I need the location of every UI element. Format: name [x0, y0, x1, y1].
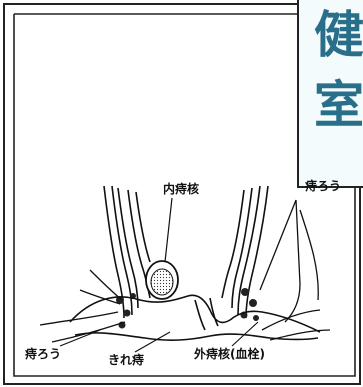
- right-nodules: [240, 288, 259, 321]
- external-hemorrhoid-pointer: [231, 321, 259, 347]
- fissure-pointer: [134, 331, 171, 353]
- outer-border: [3, 3, 361, 385]
- label-external-hemorrhoid: 外痔核(血栓): [194, 347, 265, 361]
- inner-border: [13, 13, 356, 377]
- corner-title-char-1: 健: [314, 6, 363, 64]
- corner-title-char-2: 室: [314, 76, 363, 134]
- label-anal-fistula-right: 痔ろう: [305, 179, 342, 193]
- corner-title-box: 健 室: [297, 0, 363, 188]
- fistula-left-pointer: [59, 329, 101, 347]
- internal-hemorrhoid-shape: [145, 260, 179, 300]
- label-internal-hemorrhoid: 内痔核: [163, 182, 200, 196]
- right-canal-wall: [221, 185, 269, 319]
- anal-opening: [69, 294, 321, 341]
- right-fistula-tracts: [259, 199, 331, 341]
- internal-hemorrhoid-pointer: [164, 197, 173, 263]
- label-anal-fistula-left: 痔ろう: [25, 347, 62, 361]
- left-fistula-tracts: [39, 269, 126, 343]
- label-anal-fissure: きれ痔: [108, 353, 145, 367]
